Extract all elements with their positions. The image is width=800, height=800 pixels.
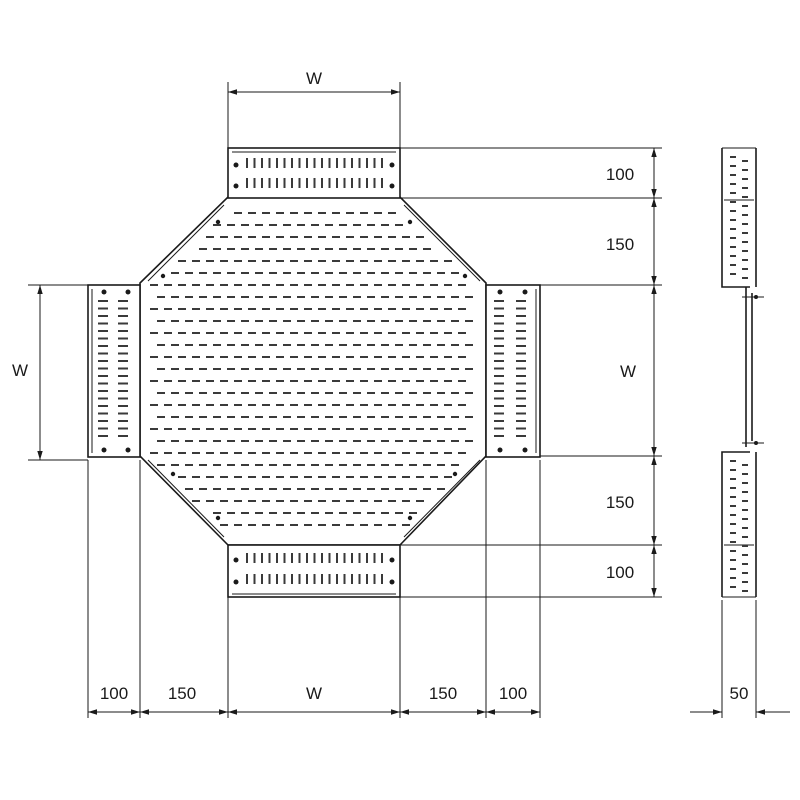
bottom-arm-slot-pattern <box>246 553 383 584</box>
top-arm-plate <box>227 147 401 199</box>
left-arm-slot-pattern <box>98 300 128 437</box>
left-arm-plate <box>87 284 141 458</box>
top-arm-slot-pattern <box>246 158 383 188</box>
right-bottom-150-label: 150 <box>606 493 634 512</box>
right-arm-slot-pattern <box>494 300 526 437</box>
right-arm-plate <box>485 284 541 458</box>
right-width-label: W <box>620 362 636 381</box>
top-width-label: W <box>306 69 322 88</box>
dimension-top-width: W <box>227 69 401 148</box>
bottom-left-100-label: 100 <box>100 684 128 703</box>
cross-body <box>87 147 541 598</box>
bottom-right-100-label: 100 <box>499 684 527 703</box>
bottom-left-150-label: 150 <box>168 684 196 703</box>
right-top-100-label: 100 <box>606 165 634 184</box>
dimension-bottom-chain: 100 150 W 150 100 <box>87 460 541 718</box>
left-width-label: W <box>12 361 28 380</box>
bottom-width-label: W <box>306 684 322 703</box>
rivets <box>101 162 528 585</box>
dimension-left-width: W <box>12 284 88 461</box>
bottom-arm-plate <box>227 544 401 598</box>
dimension-right-chain: 100 150 W 150 100 <box>400 147 662 598</box>
center-slot-pattern <box>150 212 473 526</box>
side-view: 50 <box>690 147 790 718</box>
right-bottom-100-label: 100 <box>606 563 634 582</box>
side-view-depth-label: 50 <box>730 684 749 703</box>
bottom-right-150-label: 150 <box>429 684 457 703</box>
side-view-slot-pattern <box>730 156 748 592</box>
right-top-150-label: 150 <box>606 235 634 254</box>
